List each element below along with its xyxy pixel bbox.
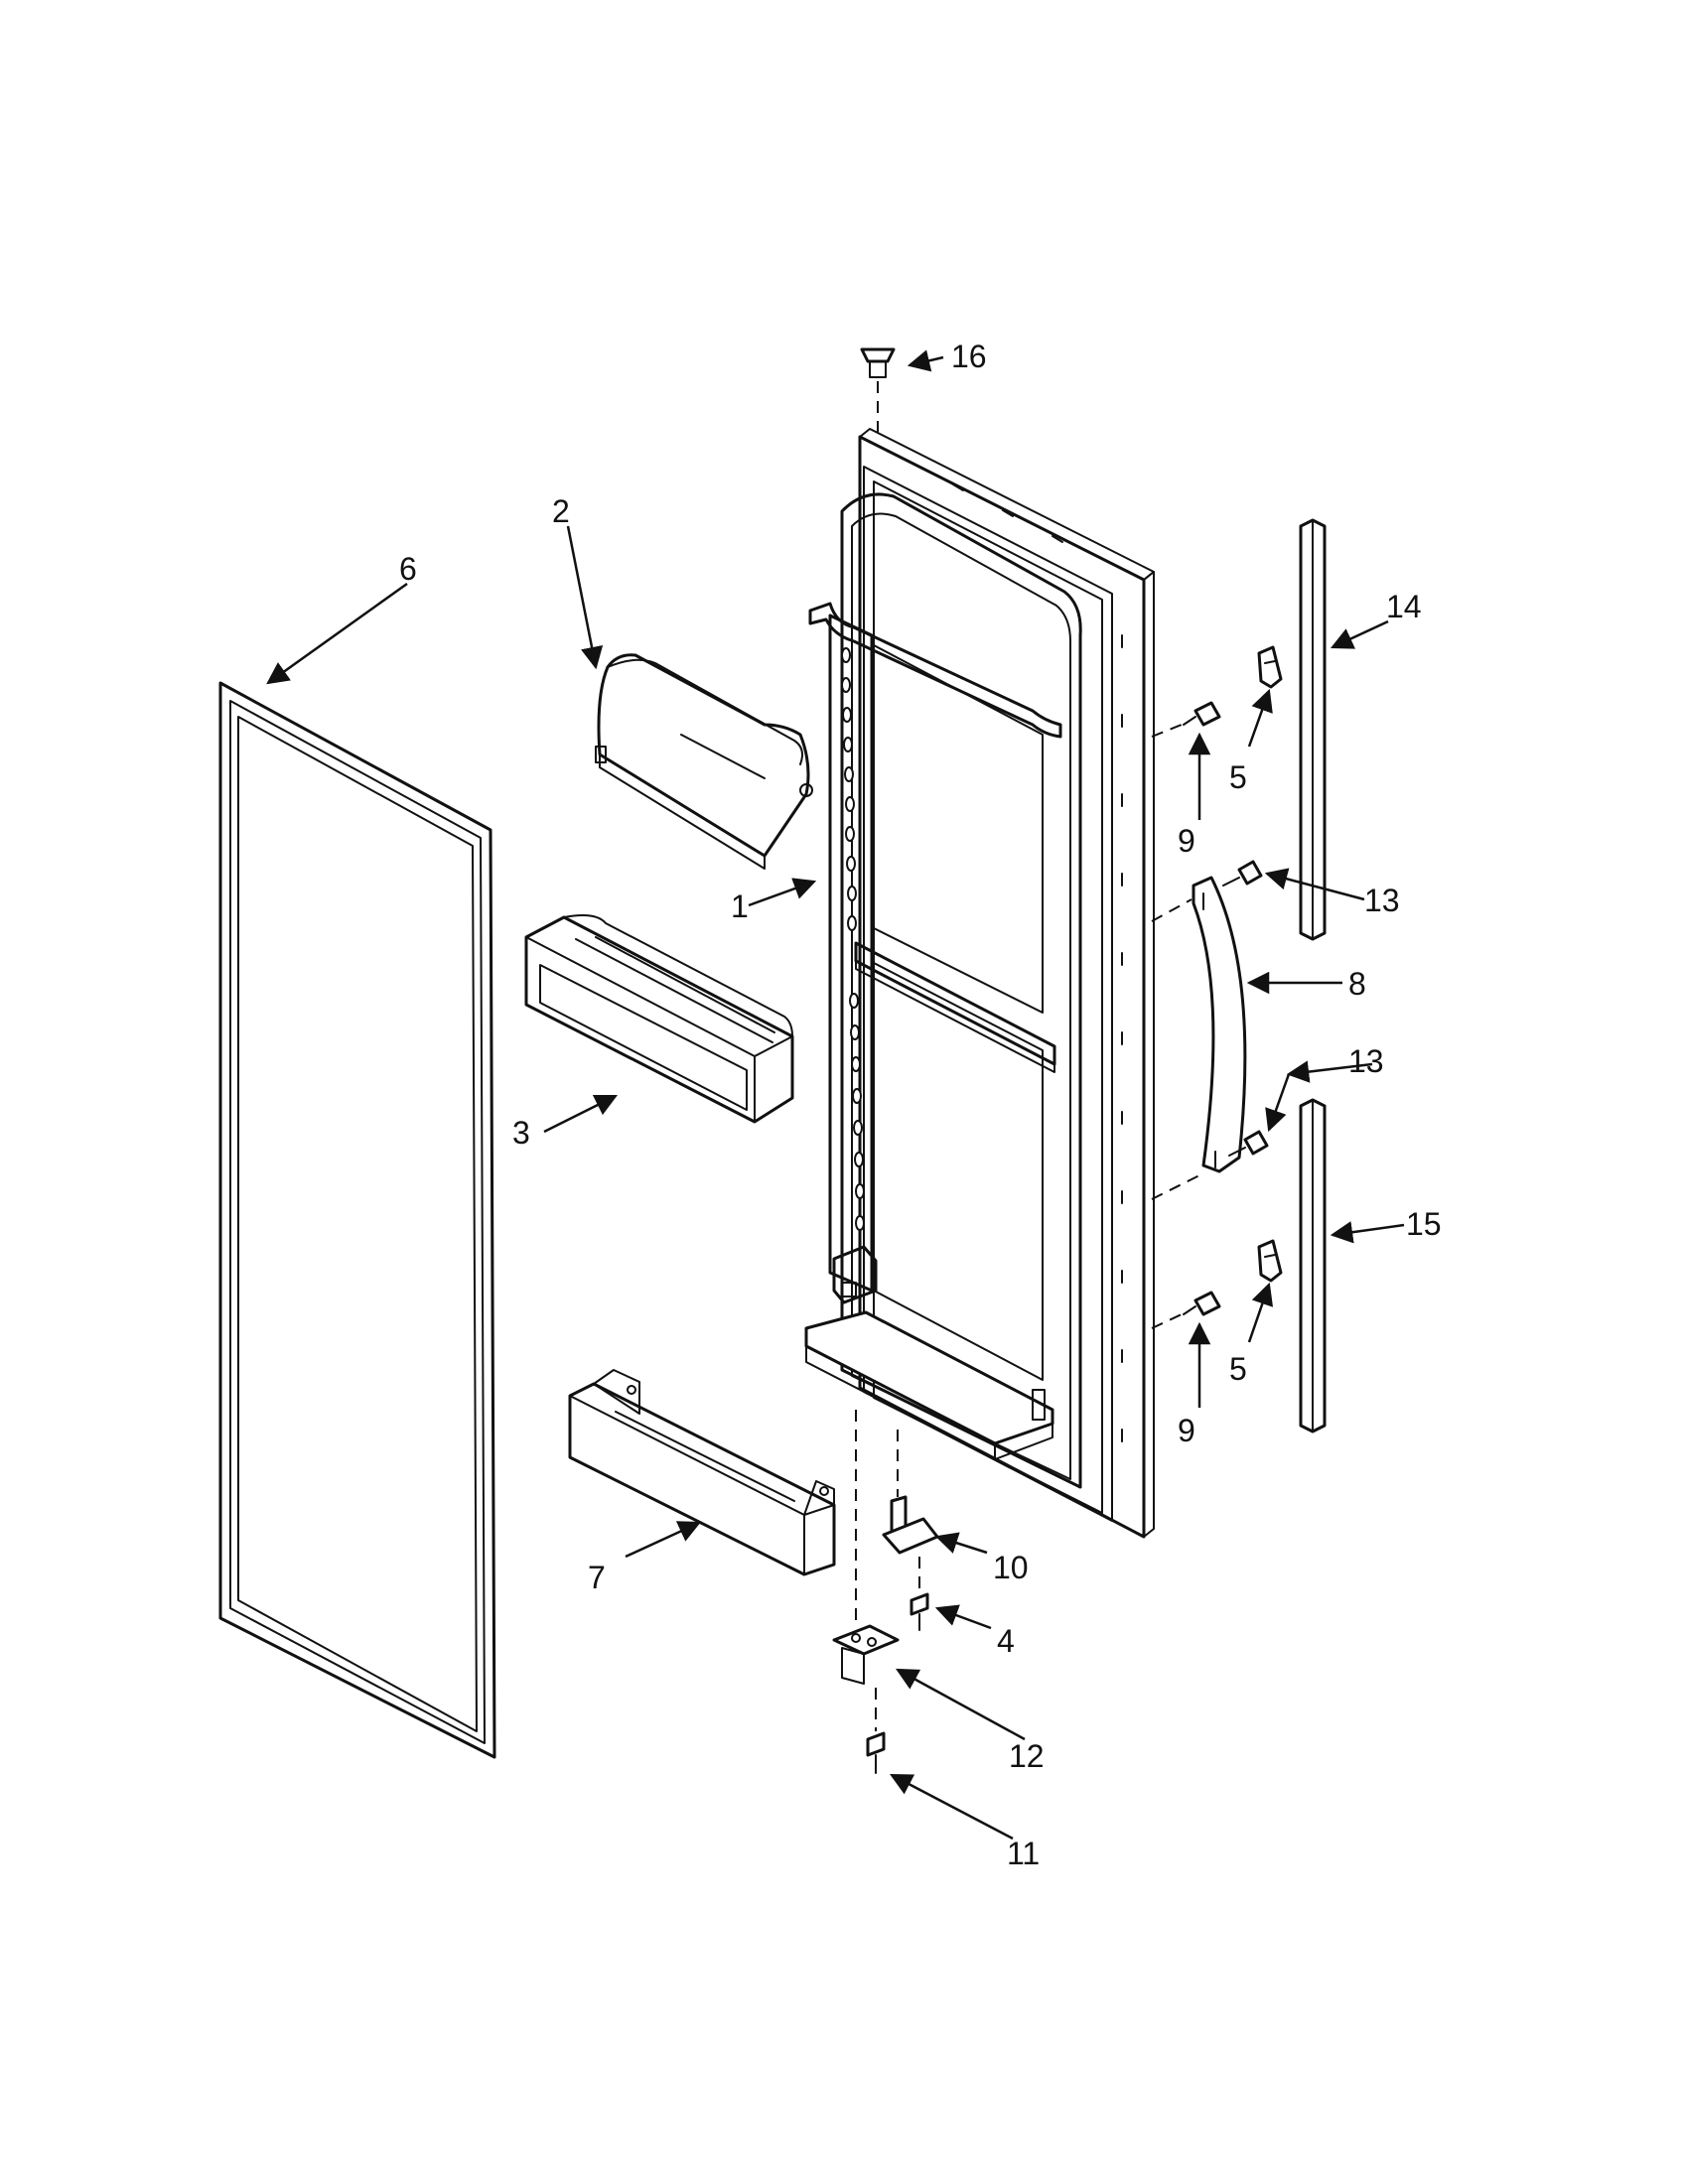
door-handle <box>1151 876 1247 1200</box>
trim-strip-bottom <box>1299 1098 1327 1433</box>
door-gasket <box>218 681 496 1759</box>
callout-3: 3 <box>512 1115 530 1151</box>
handle-screw-lower <box>1228 1130 1269 1157</box>
callout-1: 1 <box>731 888 749 924</box>
callout-6: 6 <box>399 551 417 587</box>
callout-5-upper: 5 <box>1229 759 1247 795</box>
hinge-bracket <box>832 1410 900 1685</box>
trim-clip-lower <box>1257 1239 1283 1283</box>
callout-5-lower: 5 <box>1229 1351 1247 1387</box>
bracket-screw <box>866 1688 886 1774</box>
callout-4: 4 <box>997 1623 1015 1659</box>
bottom-door-shelf <box>568 1369 836 1576</box>
callout-15: 15 <box>1406 1206 1442 1242</box>
hinge-screw <box>910 1557 929 1631</box>
callout-9-lower: 9 <box>1178 1413 1195 1448</box>
door-edge-marks <box>952 483 1123 1442</box>
dairy-door <box>595 653 813 870</box>
rail-holes <box>841 647 865 1231</box>
callout-10: 10 <box>993 1550 1029 1585</box>
door-liner <box>804 428 1155 1539</box>
door-bin <box>524 914 794 1124</box>
callout-11: 11 <box>1007 1836 1040 1871</box>
trim-clip-upper <box>1257 645 1283 689</box>
hinge-pin <box>882 1430 939 1555</box>
callout-13-lower: 13 <box>1348 1043 1384 1079</box>
callout-2: 2 <box>552 493 570 529</box>
trim-screw-lower <box>1151 1291 1221 1329</box>
callout-8: 8 <box>1348 966 1366 1002</box>
callout-labels: 16 2 6 1 3 7 14 5 9 13 8 13 15 5 9 10 4 … <box>399 339 1442 1871</box>
callout-14: 14 <box>1386 589 1422 624</box>
callout-13-upper: 13 <box>1364 883 1400 918</box>
leader-lines <box>266 349 1405 1841</box>
trim-strip-top <box>1299 518 1327 941</box>
door-plug <box>860 347 896 437</box>
trim-screw-upper <box>1151 701 1221 738</box>
callout-12: 12 <box>1009 1738 1045 1774</box>
callout-16: 16 <box>951 339 987 374</box>
callout-9-upper: 9 <box>1178 823 1195 859</box>
callout-7: 7 <box>588 1560 606 1595</box>
handle-screw-upper <box>1222 860 1263 887</box>
